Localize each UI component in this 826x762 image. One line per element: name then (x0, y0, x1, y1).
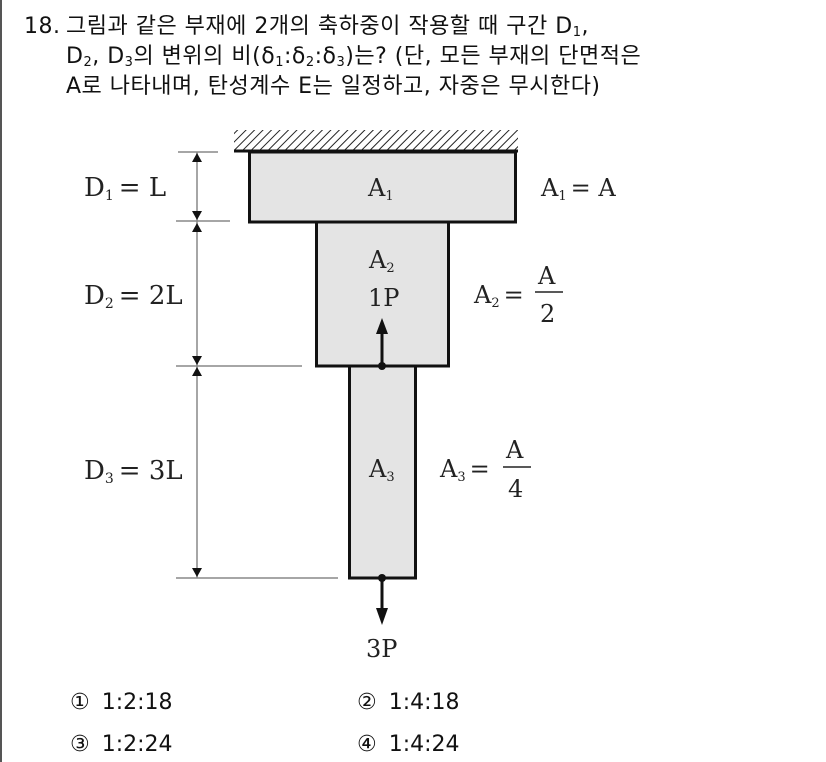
question-number: 18. (24, 14, 61, 39)
svg-text:A: A (537, 262, 556, 290)
load-3p-label: 3P (366, 635, 397, 663)
svg-text:A: A (505, 436, 524, 464)
svg-text:2: 2 (540, 300, 555, 328)
d3-label: D3= 3L (84, 456, 183, 487)
svg-text:4: 4 (508, 475, 523, 503)
question-line-1: 그림과 같은 부재에 2개의 축하중이 작용할 때 구간 D1, (66, 14, 589, 40)
dimension-arrowheads (192, 153, 202, 577)
svg-text:A3=: A3= (439, 455, 490, 485)
a2-formula: A2= A 2 (473, 262, 563, 328)
load-arrow-down-icon (376, 574, 388, 625)
d2-label: D2= 2L (84, 281, 183, 312)
fixed-support-icon (234, 130, 518, 153)
a3-formula: A3= A 4 (439, 436, 531, 503)
question-line-3: A로 나타내며, 탄성계수 E는 일정하고, 자중은 무시한다) (66, 74, 601, 99)
a2-inner-label: A2 (368, 246, 395, 276)
a1-inner-label: A1 (367, 174, 394, 204)
question-line-2: D2, D3의 변위의 비(δ1:δ2:δ3)는? (단, 모든 부재의 단면적… (66, 44, 642, 70)
a3-inner-label: A3 (368, 455, 395, 485)
a1-formula: A1= A (540, 174, 616, 204)
load-arrow-up-icon (376, 318, 388, 370)
d1-label: D1= L (84, 173, 166, 204)
svg-text:A2=: A2= (473, 281, 524, 311)
load-1p-label: 1P (368, 284, 399, 312)
